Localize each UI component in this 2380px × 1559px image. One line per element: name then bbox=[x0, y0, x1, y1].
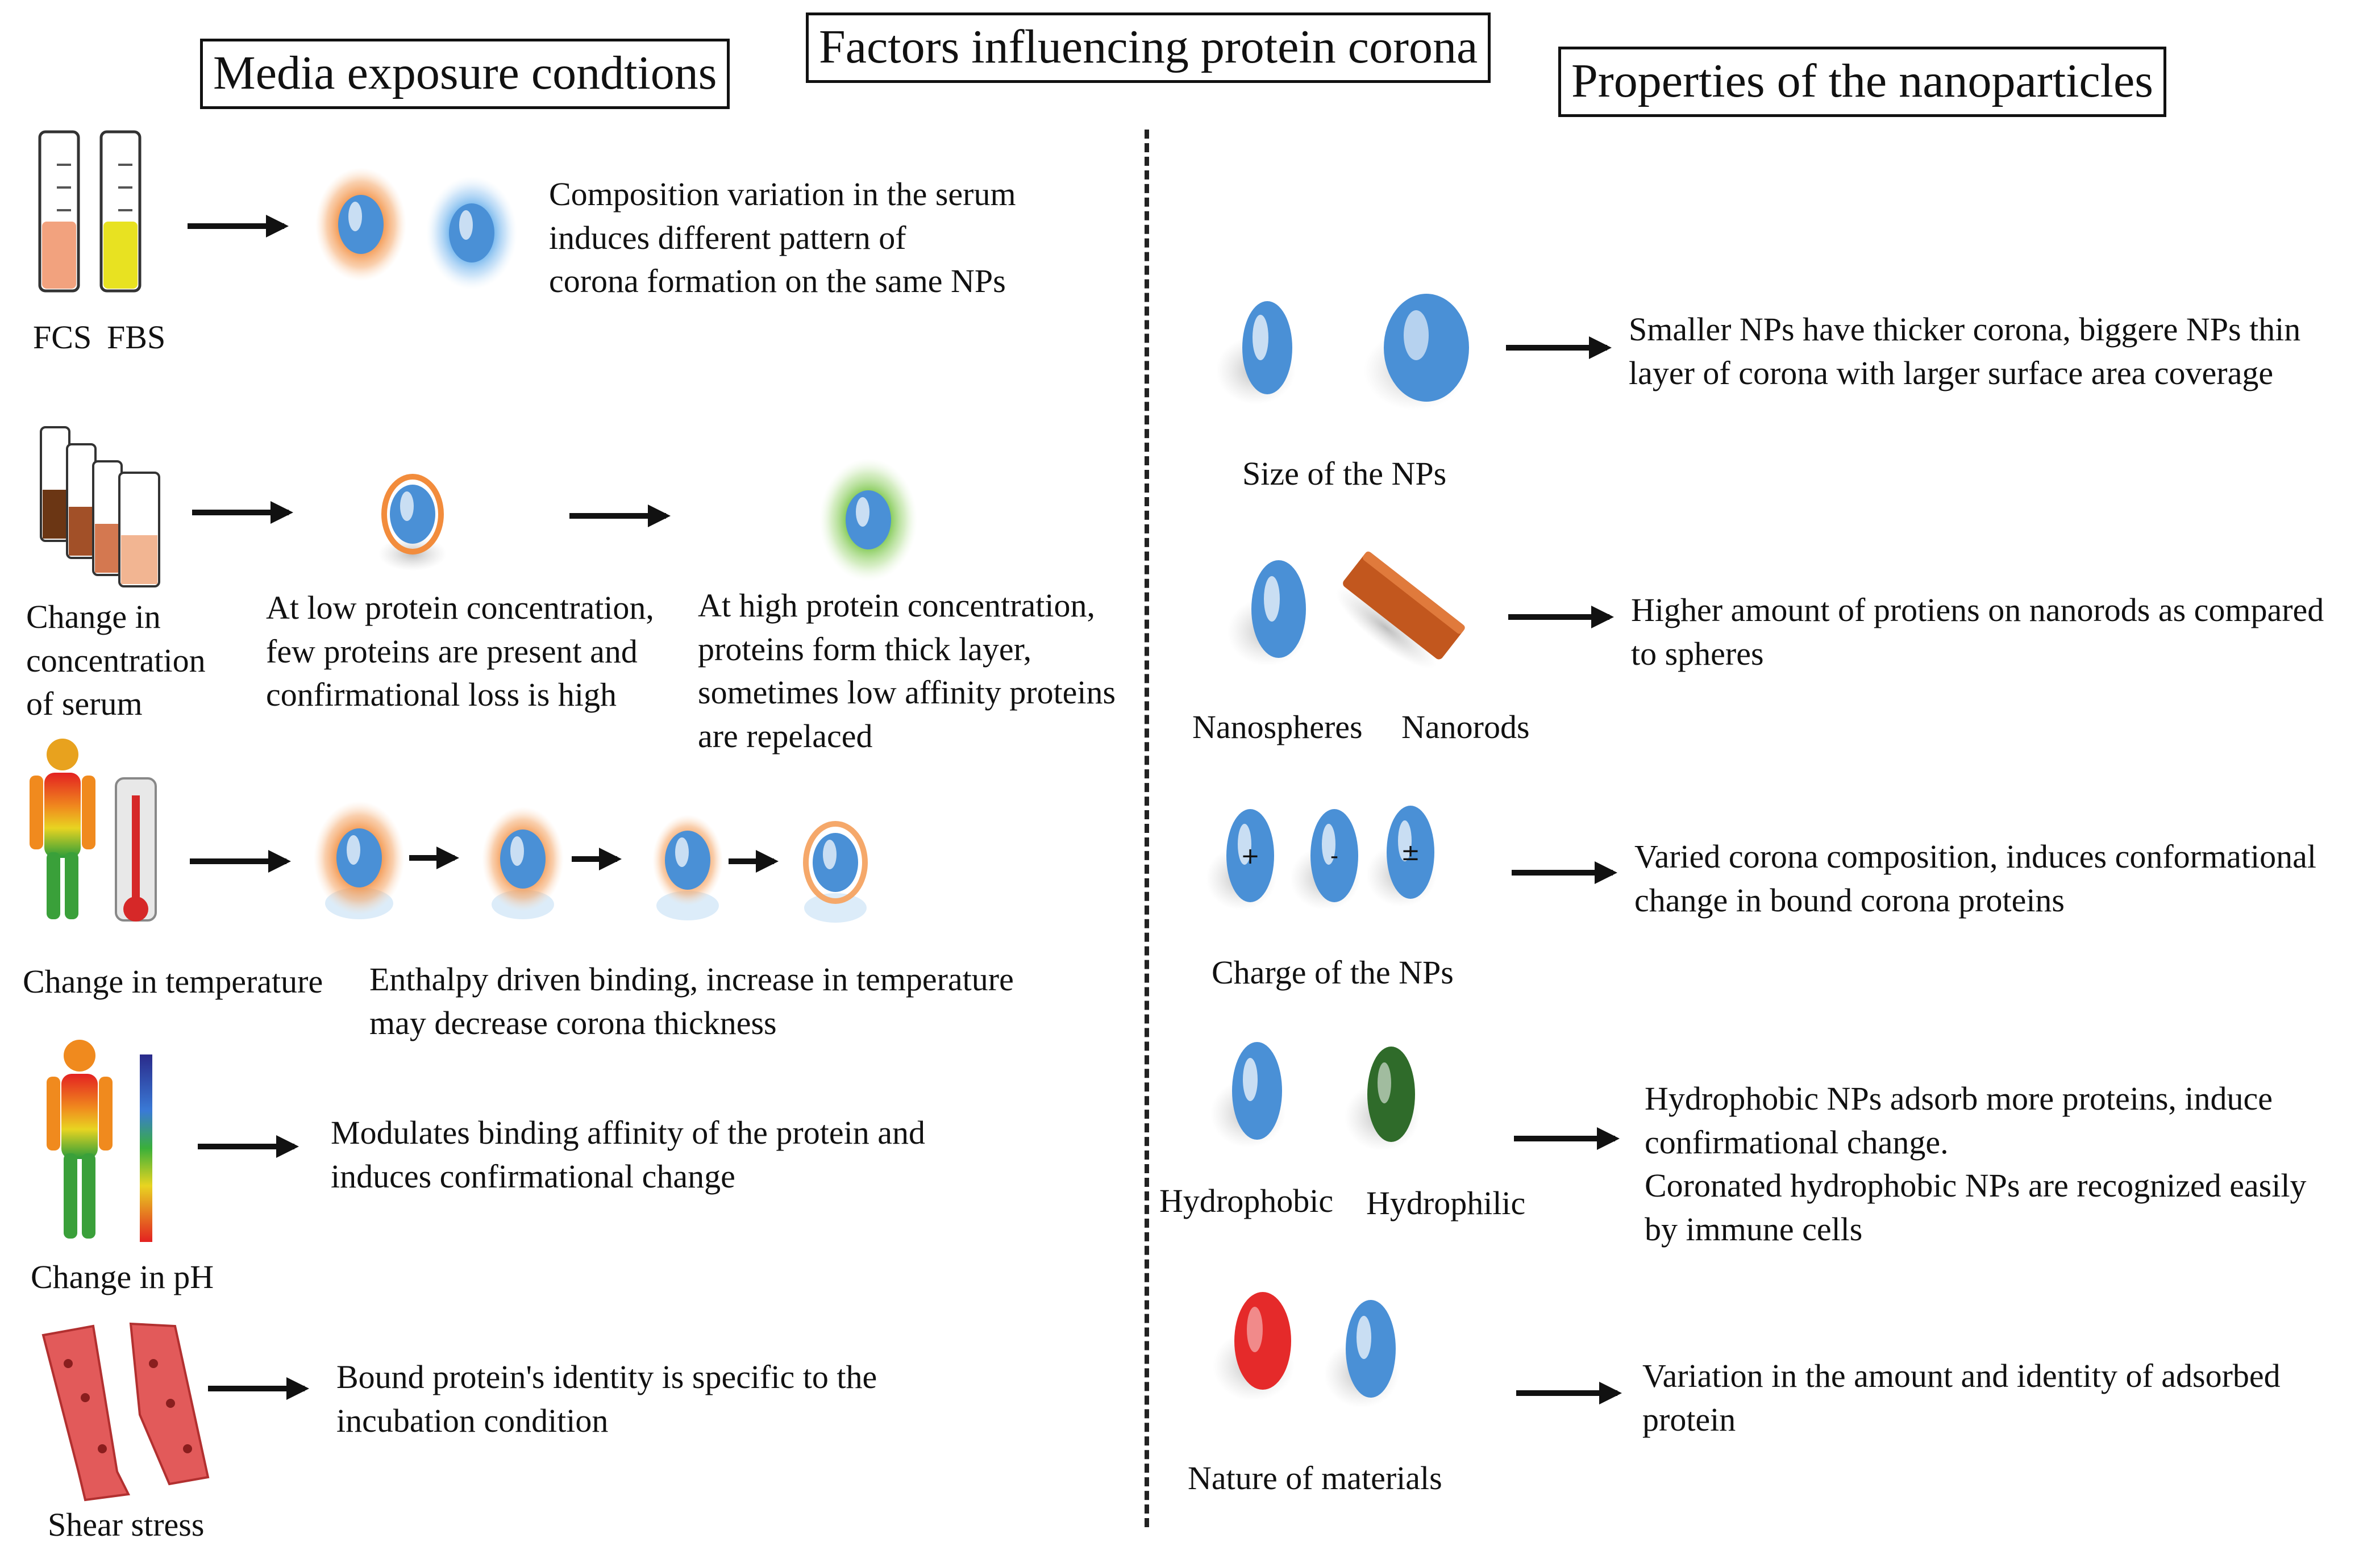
ph-text: Modulates binding affinity of the protei… bbox=[331, 1114, 925, 1195]
body-ph-icon bbox=[47, 1040, 113, 1239]
fbs-tube bbox=[99, 130, 142, 293]
ph-label: Change in pH bbox=[31, 1258, 214, 1295]
materials-label: Nature of materials bbox=[1188, 1460, 1442, 1497]
serum-composition-text: Composition variation in the serum induc… bbox=[549, 176, 1016, 300]
charge-symbol: ± bbox=[1401, 840, 1420, 866]
low-concentration-text: At low protein concentration, few protei… bbox=[266, 589, 654, 714]
size-text: Smaller NPs have thicker corona, biggere… bbox=[1629, 311, 2301, 391]
concentration-label: Change in concentration of serum bbox=[26, 598, 206, 723]
np-neutral: ± bbox=[1366, 806, 1437, 907]
np-temp-1 bbox=[314, 801, 405, 919]
np-thin-corona bbox=[378, 474, 447, 571]
np-large bbox=[1364, 294, 1469, 410]
np-material-red bbox=[1213, 1292, 1295, 1401]
hydrophobic-label: Hydrophobic bbox=[1159, 1182, 1334, 1219]
nanorods-label: Nanorods bbox=[1401, 708, 1530, 745]
shape-text: Higher amount of protiens on nanorods as… bbox=[1631, 591, 2324, 672]
shear-stress-text: Bound protein's identity is specific to … bbox=[336, 1358, 877, 1439]
temperature-text: Enthalpy driven binding, increase in tem… bbox=[369, 961, 1014, 1041]
ph-scale-bar bbox=[140, 1054, 152, 1242]
np-thick-green-corona bbox=[819, 458, 917, 581]
size-label: Size of the NPs bbox=[1242, 455, 1447, 492]
serum-tubes bbox=[40, 426, 160, 587]
high-concentration-text: At high protein concentration, proteins … bbox=[698, 587, 1116, 755]
np-positive: + bbox=[1206, 809, 1276, 910]
thermometer-icon bbox=[115, 777, 157, 922]
hydrophilic-label: Hydrophilic bbox=[1366, 1185, 1526, 1222]
left-heading: Media exposure condtions bbox=[200, 39, 730, 109]
np-small bbox=[1216, 301, 1296, 405]
np-temp-4 bbox=[803, 821, 868, 923]
np-hydrophilic bbox=[1345, 1047, 1420, 1151]
section-divider bbox=[1145, 130, 1149, 1527]
diagram-title: Factors influencing protein corona bbox=[806, 12, 1491, 83]
np-orange-corona bbox=[315, 168, 406, 281]
np-material-blue bbox=[1324, 1300, 1399, 1408]
nanosphere bbox=[1228, 560, 1307, 666]
charge-symbol: + bbox=[1241, 843, 1260, 869]
shear-stress-label: Shear stress bbox=[48, 1506, 205, 1543]
fbs-label: FBS bbox=[107, 319, 166, 356]
charge-symbol: - bbox=[1330, 843, 1338, 869]
hydrophobicity-text: Hydrophobic NPs adsorb more proteins, in… bbox=[1645, 1080, 2307, 1248]
np-negative: - bbox=[1290, 809, 1360, 910]
charge-text: Varied corona composition, induces confo… bbox=[1634, 838, 2316, 919]
np-temp-2 bbox=[482, 807, 564, 919]
np-blue-corona bbox=[426, 176, 517, 290]
body-heatmap-icon bbox=[30, 739, 95, 919]
nanospheres-label: Nanospheres bbox=[1192, 708, 1363, 745]
nanorod bbox=[1335, 551, 1465, 669]
materials-text: Variation in the amount and identity of … bbox=[1642, 1357, 2281, 1438]
temperature-label: Change in temperature bbox=[23, 963, 323, 1000]
right-heading: Properties of the nanoparticles bbox=[1558, 47, 2166, 117]
np-hydrophobic bbox=[1210, 1042, 1285, 1148]
fcs-tube bbox=[38, 130, 80, 293]
np-temp-3 bbox=[652, 815, 723, 920]
charge-label: Charge of the NPs bbox=[1212, 954, 1454, 991]
fcs-label: FCS bbox=[33, 319, 92, 356]
blood-vessel-icon bbox=[41, 1322, 210, 1502]
